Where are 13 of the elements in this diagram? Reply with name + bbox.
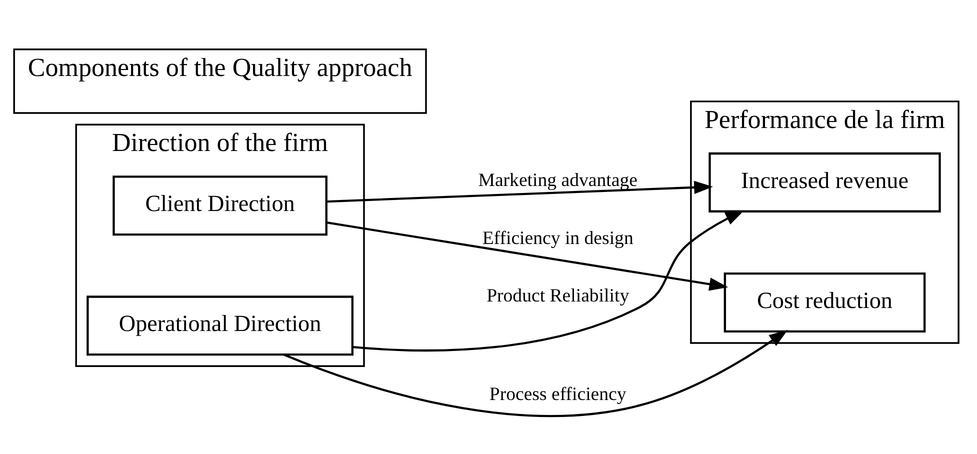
arrow [283, 330, 788, 417]
node-box: Components of the Quality approach [13, 48, 427, 114]
arrow [326, 222, 728, 291]
node-box: Increased revenue [708, 152, 941, 212]
edge-label: Efficiency in design [482, 228, 634, 249]
arrow [326, 180, 713, 203]
edge-label: Marketing advantage [478, 170, 638, 191]
edge-label: Product Reliability [486, 286, 630, 307]
arrow [352, 210, 744, 352]
edge-label: Process efficiency [489, 384, 626, 406]
node-box: Cost reduction [724, 272, 926, 333]
node-box: Client Direction [112, 176, 328, 236]
node-box: Operational Direction [86, 296, 354, 356]
